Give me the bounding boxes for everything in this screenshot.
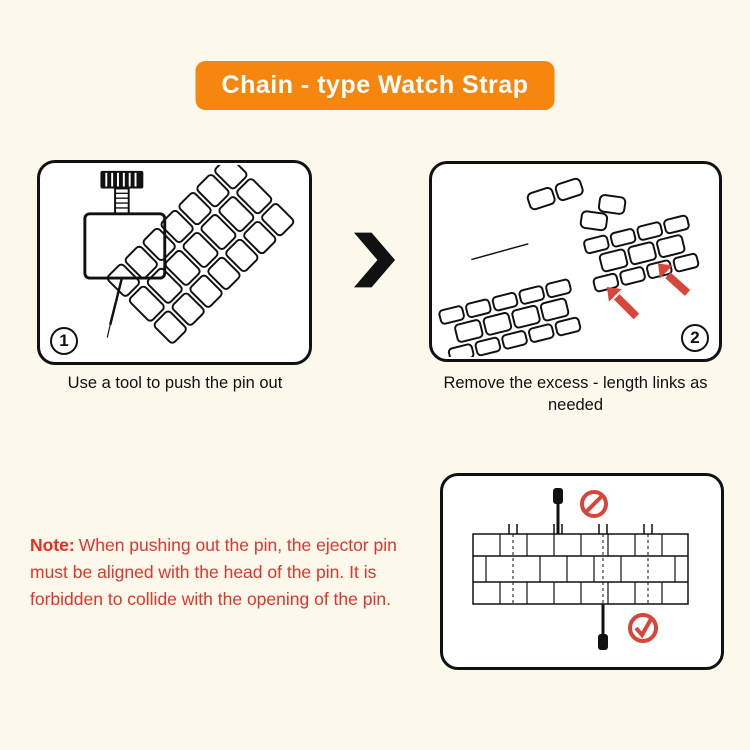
step1-illustration-wrap xyxy=(40,163,309,362)
pin-alignment-panel xyxy=(440,473,724,670)
chevron-right-icon xyxy=(353,232,396,288)
step1-caption: Use a tool to push the pin out xyxy=(67,374,283,392)
step-2-badge: 2 xyxy=(681,324,709,352)
note-label: Note: xyxy=(30,535,75,555)
note-text: Note:When pushing out the pin, the eject… xyxy=(30,532,430,613)
step-1-badge: 1 xyxy=(50,327,78,355)
no-entry-icon xyxy=(579,489,608,518)
red-arrow-icon xyxy=(606,263,691,320)
step1-panel: 1 xyxy=(37,160,312,365)
pin-removal-tool-illustration xyxy=(83,165,295,344)
remove-links-illustration xyxy=(438,177,700,357)
pin-alignment-illustration xyxy=(471,487,689,650)
note-body: When pushing out the pin, the ejector pi… xyxy=(30,535,397,610)
ejector-pin-bottom xyxy=(597,603,608,650)
link-remover-tool xyxy=(83,170,167,338)
step2-caption: Remove the excess - length links as need… xyxy=(443,374,708,415)
ejector-pin-top xyxy=(552,487,563,534)
step2-illustration-wrap xyxy=(432,164,719,359)
pin-alignment-illustration-wrap xyxy=(443,476,721,667)
page-title: Chain - type Watch Strap xyxy=(195,61,555,110)
check-icon xyxy=(627,612,658,643)
step2-panel: 2 xyxy=(429,161,722,362)
